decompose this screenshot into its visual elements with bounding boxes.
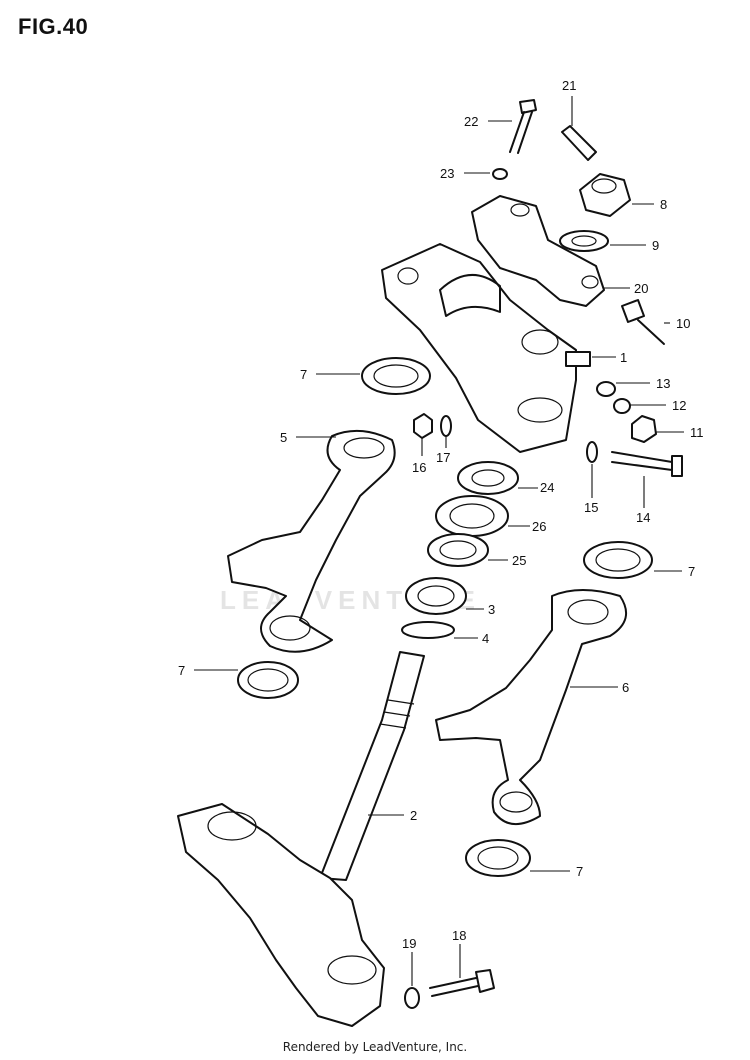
part-25-bearing (427, 533, 489, 567)
part-4-ring (401, 621, 455, 639)
callout-13: 13 (656, 376, 670, 391)
callout-12: 12 (672, 398, 686, 413)
part-17-washer (440, 415, 452, 437)
callout-3: 3 (488, 602, 495, 617)
callout-4: 4 (482, 631, 489, 646)
callout-17: 17 (436, 450, 450, 465)
callout-5: 5 (280, 430, 287, 445)
part-5-left-bracket (227, 429, 396, 653)
part-16-cap-nut (413, 413, 433, 439)
part-7-seal-bottom (465, 839, 531, 877)
callout-26: 26 (532, 519, 546, 534)
part-24-dust-seal (457, 461, 519, 495)
part-6-right-bracket (435, 589, 628, 825)
callout-7-bottom: 7 (576, 864, 583, 879)
part-14-bolt (611, 451, 683, 477)
callout-18: 18 (452, 928, 466, 943)
callout-7-right: 7 (688, 564, 695, 579)
callout-15: 15 (584, 500, 598, 515)
part-9-washer (559, 230, 609, 252)
callout-22: 22 (464, 114, 478, 129)
part-13-washer (596, 381, 616, 397)
part-12-nut (613, 398, 631, 414)
part-7-seal-upper-left (361, 357, 431, 395)
part-20-handlebar-clamp (471, 195, 605, 307)
footer-credit: Rendered by LeadVenture, Inc. (282, 1040, 468, 1054)
figure-title: FIG.40 (18, 14, 89, 39)
part-22-bolt (509, 99, 537, 154)
callout-7-lower-left: 7 (178, 663, 185, 678)
part-11-cap-nut (631, 415, 657, 443)
part-21-key (561, 125, 597, 161)
callout-10: 10 (676, 316, 690, 331)
part-19-washer (404, 987, 420, 1009)
callout-6: 6 (622, 680, 629, 695)
callout-21: 21 (562, 78, 576, 93)
part-8-nut (579, 173, 631, 217)
callout-8: 8 (660, 197, 667, 212)
callout-7-upper-left: 7 (300, 367, 307, 382)
part-7-seal-right (583, 541, 653, 579)
part-18-bolt (429, 969, 495, 997)
callout-20: 20 (634, 281, 648, 296)
part-2-steering-stem (177, 651, 425, 1027)
callout-25: 25 (512, 553, 526, 568)
callout-11: 11 (690, 425, 704, 440)
part-15-washer (586, 441, 598, 463)
part-10-bolt (621, 299, 665, 345)
part-26-bearing (435, 495, 509, 537)
callout-2: 2 (410, 808, 417, 823)
part-7-seal-lower-left (237, 661, 299, 699)
part-1-upper-bracket (381, 243, 591, 453)
callout-9: 9 (652, 238, 659, 253)
callouts: 21 22 23 8 9 20 10 1 13 12 11 14 (178, 78, 704, 986)
part-23-nut (492, 168, 508, 180)
callout-14: 14 (636, 510, 650, 525)
callout-19: 19 (402, 936, 416, 951)
callout-16: 16 (412, 460, 426, 475)
callout-24: 24 (540, 480, 554, 495)
callout-1: 1 (620, 350, 627, 365)
part-3-race (405, 577, 467, 615)
callout-23: 23 (440, 166, 454, 181)
